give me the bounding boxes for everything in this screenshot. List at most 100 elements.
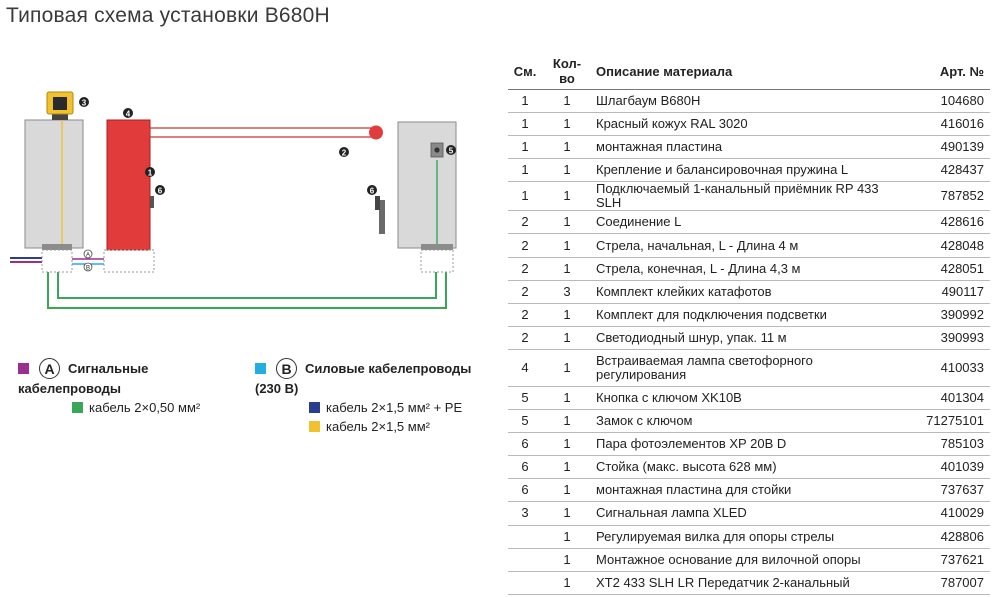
cell-qty: 1 <box>542 501 592 526</box>
cell-art: 410029 <box>904 501 990 526</box>
cell-desc: Сигнальная лампа XLED <box>592 501 904 526</box>
power-cable2-label: кабель 2×1,5 мм² <box>326 419 430 434</box>
cell-desc: монтажная пластина <box>592 135 904 160</box>
left-pillar-base <box>42 244 72 250</box>
cell-pos: 6 <box>508 455 542 480</box>
cell-qty: 1 <box>542 257 592 281</box>
cell-desc: монтажная пластина для стойки <box>592 478 904 503</box>
cell-desc: Встраиваемая лампа светофорного регулиро… <box>592 349 904 387</box>
cell-pos: 5 <box>508 386 542 411</box>
cell-desc: Регулируемая вилка для опоры стрелы <box>592 525 904 549</box>
power-cable1-label: кабель 2×1,5 мм² + PE <box>326 400 463 415</box>
barrier-cabinet <box>106 119 151 251</box>
cell-pos: 6 <box>508 478 542 503</box>
power-sub-label: (230 В) <box>255 381 299 396</box>
cell-art: 785103 <box>904 432 990 457</box>
legend-power: B Силовые кабелепроводы (230 В) кабель 2… <box>255 358 500 434</box>
cell-desc: Стрела, конечная, L - Длина 4,3 м <box>592 257 904 281</box>
marker-a <box>83 249 93 259</box>
cell-desc: Крепление и балансировочная пружина L <box>592 158 904 183</box>
callout-5 <box>446 145 456 155</box>
callout-2-label: 2 <box>342 149 347 158</box>
marker-b-label: B <box>86 266 90 272</box>
left-pillar-foundation <box>41 249 73 273</box>
cell-qty: 1 <box>542 478 592 503</box>
cell-art: 401304 <box>904 386 990 411</box>
cell-desc: Кнопка с ключом XK10B <box>592 386 904 411</box>
cell-qty: 1 <box>542 233 592 258</box>
signal-marker: A <box>39 358 60 379</box>
cell-pos: 2 <box>508 210 542 235</box>
cell-qty: 1 <box>542 158 592 183</box>
cell-desc: Стрела, начальная, L - Длина 4 м <box>592 233 904 258</box>
right-pillar <box>397 121 457 249</box>
cell-qty: 1 <box>542 525 592 549</box>
cell-desc: Комплект клейких катафотов <box>592 280 904 304</box>
cell-art: 787007 <box>904 571 990 595</box>
green-loop-outer <box>47 272 447 309</box>
signal-cable-label: кабель 2×0,50 мм² <box>89 400 201 415</box>
callout-6-left-label: 6 <box>158 187 163 196</box>
cell-desc: Комплект для подключения подсветки <box>592 303 904 327</box>
callout-3 <box>79 97 89 107</box>
right-pillar-foundation <box>420 249 454 273</box>
callout-1-label: 1 <box>148 169 153 178</box>
power-cable1-swatch <box>309 402 320 413</box>
cell-pos: 2 <box>508 326 542 350</box>
cell-art: 390993 <box>904 326 990 350</box>
power-cable2-swatch <box>309 421 320 432</box>
signal-cable-swatch <box>72 402 83 413</box>
cell-desc: Замок с ключом <box>592 409 904 434</box>
marker-a-label: A <box>86 253 90 259</box>
cell-pos: 2 <box>508 233 542 258</box>
cell-qty: 1 <box>542 181 592 212</box>
cell-desc: Светодиодный шнур, упак. 11 м <box>592 326 904 350</box>
header-qty: Кол-во <box>542 53 592 90</box>
cell-pos: 6 <box>508 432 542 457</box>
callout-6-right-label: 6 <box>370 187 375 196</box>
power-label: Силовые кабелепроводы <box>305 361 472 376</box>
header-desc: Описание материала <box>592 53 904 90</box>
callout-3-label: 3 <box>82 99 87 108</box>
legend-signal: A Сигнальные кабелепроводы кабель 2×0,50… <box>18 358 248 415</box>
cell-pos: 1 <box>508 89 542 114</box>
cell-desc: Шлагбаум B680H <box>592 89 904 114</box>
cell-art: 410033 <box>904 349 990 387</box>
cell-pos: 2 <box>508 303 542 327</box>
callout-6-right <box>367 185 377 195</box>
cell-pos <box>508 525 542 549</box>
cell-qty: 1 <box>542 303 592 327</box>
right-pillar-base <box>421 244 453 250</box>
callout-2 <box>339 147 349 157</box>
left-pillar <box>24 119 84 249</box>
cell-art: 490139 <box>904 135 990 160</box>
cell-pos: 2 <box>508 280 542 304</box>
photocell-right-icon <box>375 196 380 210</box>
callout-4 <box>123 108 133 118</box>
cell-pos: 1 <box>508 181 542 212</box>
cell-pos: 1 <box>508 158 542 183</box>
boom-tip-light <box>369 125 383 140</box>
cell-qty: 1 <box>542 548 592 572</box>
header-art: Арт. № <box>904 53 990 90</box>
cell-pos: 2 <box>508 257 542 281</box>
cell-art: 390992 <box>904 303 990 327</box>
signal-color-swatch <box>18 363 29 374</box>
cell-pos <box>508 548 542 572</box>
